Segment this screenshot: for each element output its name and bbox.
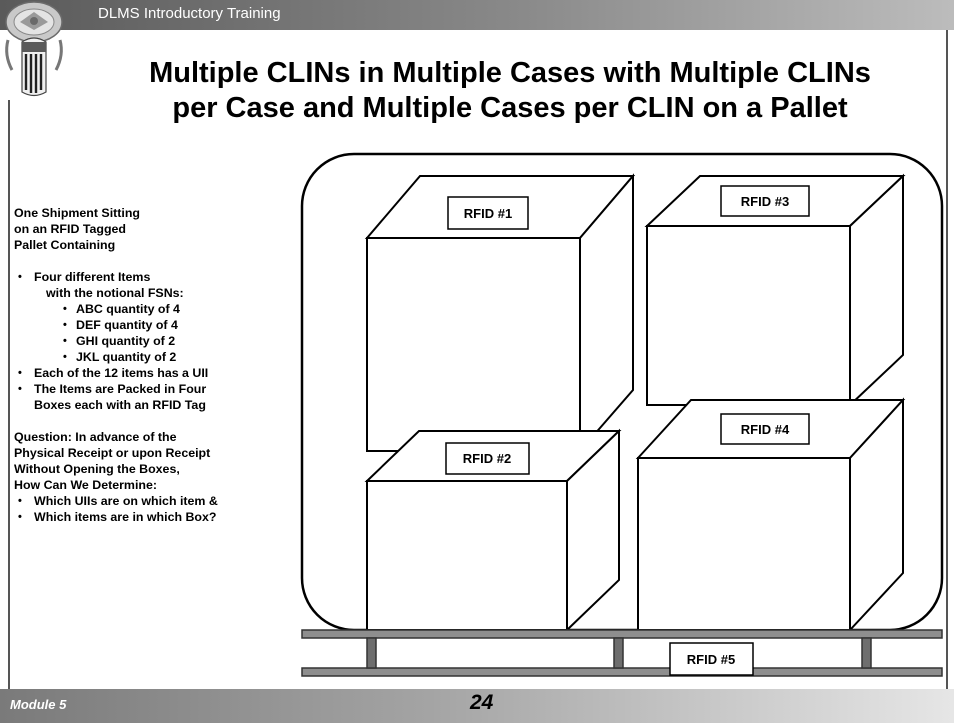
pallet: [301, 629, 943, 677]
bullet-packed: The Items are Packed in Four: [14, 381, 294, 397]
slide-title-line-1: Multiple CLINs in Multiple Cases with Mu…: [149, 57, 871, 89]
bullet-packed-cont: Boxes each with an RFID Tag: [34, 398, 206, 412]
rfid-label-1: RFID #1: [464, 206, 512, 221]
slide-border-left: [8, 100, 10, 690]
slide-border-right: [946, 30, 948, 690]
box-4: [635, 397, 906, 633]
dla-seal-logo: [5, 1, 63, 97]
rfid-tag-4: RFID #4: [720, 413, 810, 445]
question-line: Physical Receipt or upon Receipt: [14, 446, 211, 460]
bullet-items: Four different Items: [14, 269, 294, 285]
intro-line: on an RFID Tagged: [14, 222, 126, 236]
footer-bar: [0, 689, 954, 723]
rfid-tag-5: RFID #5: [669, 642, 754, 676]
question-bullet: Which UIIs are on which item &: [14, 493, 294, 509]
intro-line: One Shipment Sitting: [14, 206, 140, 220]
rfid-tag-1: RFID #1: [447, 196, 529, 230]
footer-module-label: Module 5: [10, 697, 67, 712]
header-title: DLMS Introductory Training: [98, 5, 281, 22]
bullet-items-cont: with the notional FSNs:: [46, 286, 184, 300]
question-line: Question: In advance of the: [14, 430, 177, 444]
box-1: [364, 173, 636, 454]
question-line: Without Opening the Boxes,: [14, 462, 180, 476]
rfid-tag-3: RFID #3: [720, 185, 810, 217]
rfid-label-5: RFID #5: [687, 652, 735, 667]
bullet-uii: Each of the 12 items has a UII: [14, 365, 294, 381]
sub-bullet-fsn: JKL quantity of 2: [14, 349, 294, 365]
intro-line: Pallet Containing: [14, 238, 116, 252]
slide-title: Multiple CLINs in Multiple Cases with Mu…: [70, 56, 950, 126]
rfid-label-2: RFID #2: [463, 451, 511, 466]
left-text-panel: One Shipment Sitting on an RFID Tagged P…: [14, 205, 294, 525]
header-bar: [0, 0, 954, 30]
slide-title-line-2: per Case and Multiple Cases per CLIN on …: [172, 92, 848, 124]
question-line: How Can We Determine:: [14, 478, 157, 492]
question-bullet: Which items are in which Box?: [14, 509, 294, 525]
rfid-tag-2: RFID #2: [445, 442, 530, 475]
sub-bullet-fsn: GHI quantity of 2: [14, 333, 294, 349]
sub-bullet-fsn: ABC quantity of 4: [14, 301, 294, 317]
page-number: 24: [470, 691, 494, 714]
rfid-label-4: RFID #4: [741, 422, 790, 437]
sub-bullet-fsn: DEF quantity of 4: [14, 317, 294, 333]
rfid-label-3: RFID #3: [741, 194, 789, 209]
